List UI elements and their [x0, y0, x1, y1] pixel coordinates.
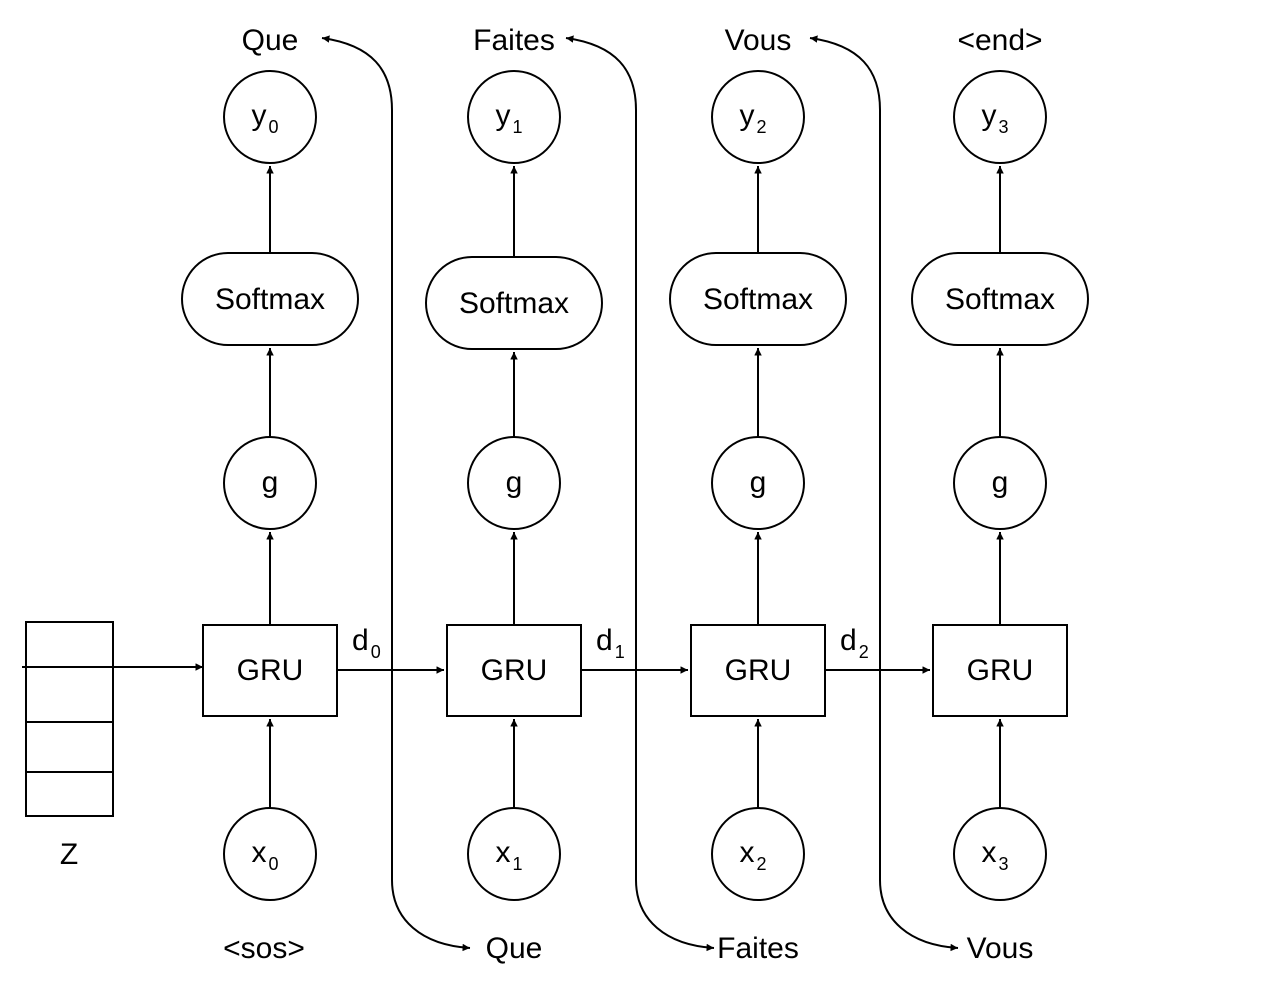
gru-node [446, 624, 582, 717]
softmax-label: Softmax [945, 283, 1055, 316]
output-node [467, 70, 561, 164]
gru-label: GRU [481, 654, 548, 687]
feedback-arrow-bottom [391, 110, 471, 952]
feedback-arrow-bottom [879, 110, 959, 952]
feedback-arrow-top [565, 35, 637, 111]
input-word: Faites [717, 932, 799, 965]
gru-label: GRU [725, 654, 792, 687]
gru-label: GRU [967, 654, 1034, 687]
output-word: Que [242, 24, 299, 57]
gru-node [932, 624, 1068, 717]
g-node-label: g [992, 466, 1009, 499]
memory-label: Z [60, 838, 78, 871]
feedback-arrow-bottom [635, 110, 715, 952]
memory-block-z: Z [25, 621, 114, 871]
output-node [953, 70, 1047, 164]
softmax-label: Softmax [215, 283, 325, 316]
output-word: Vous [725, 24, 792, 57]
output-node [223, 70, 317, 164]
softmax-label: Softmax [703, 283, 813, 316]
input-word: Que [486, 932, 543, 965]
g-node-label: g [750, 466, 767, 499]
g-node-label: g [262, 466, 279, 499]
feedback-arrow-top [321, 35, 393, 111]
output-word: Faites [473, 24, 555, 57]
softmax-label: Softmax [459, 287, 569, 320]
output-node [711, 70, 805, 164]
feedback-arrow-top [809, 35, 881, 111]
gru-label: GRU [237, 654, 304, 687]
input-word: <sos> [223, 932, 305, 965]
g-node-label: g [506, 466, 523, 499]
input-word: Vous [967, 932, 1034, 965]
output-word: <end> [957, 24, 1042, 57]
memory-block-frame [25, 621, 114, 817]
